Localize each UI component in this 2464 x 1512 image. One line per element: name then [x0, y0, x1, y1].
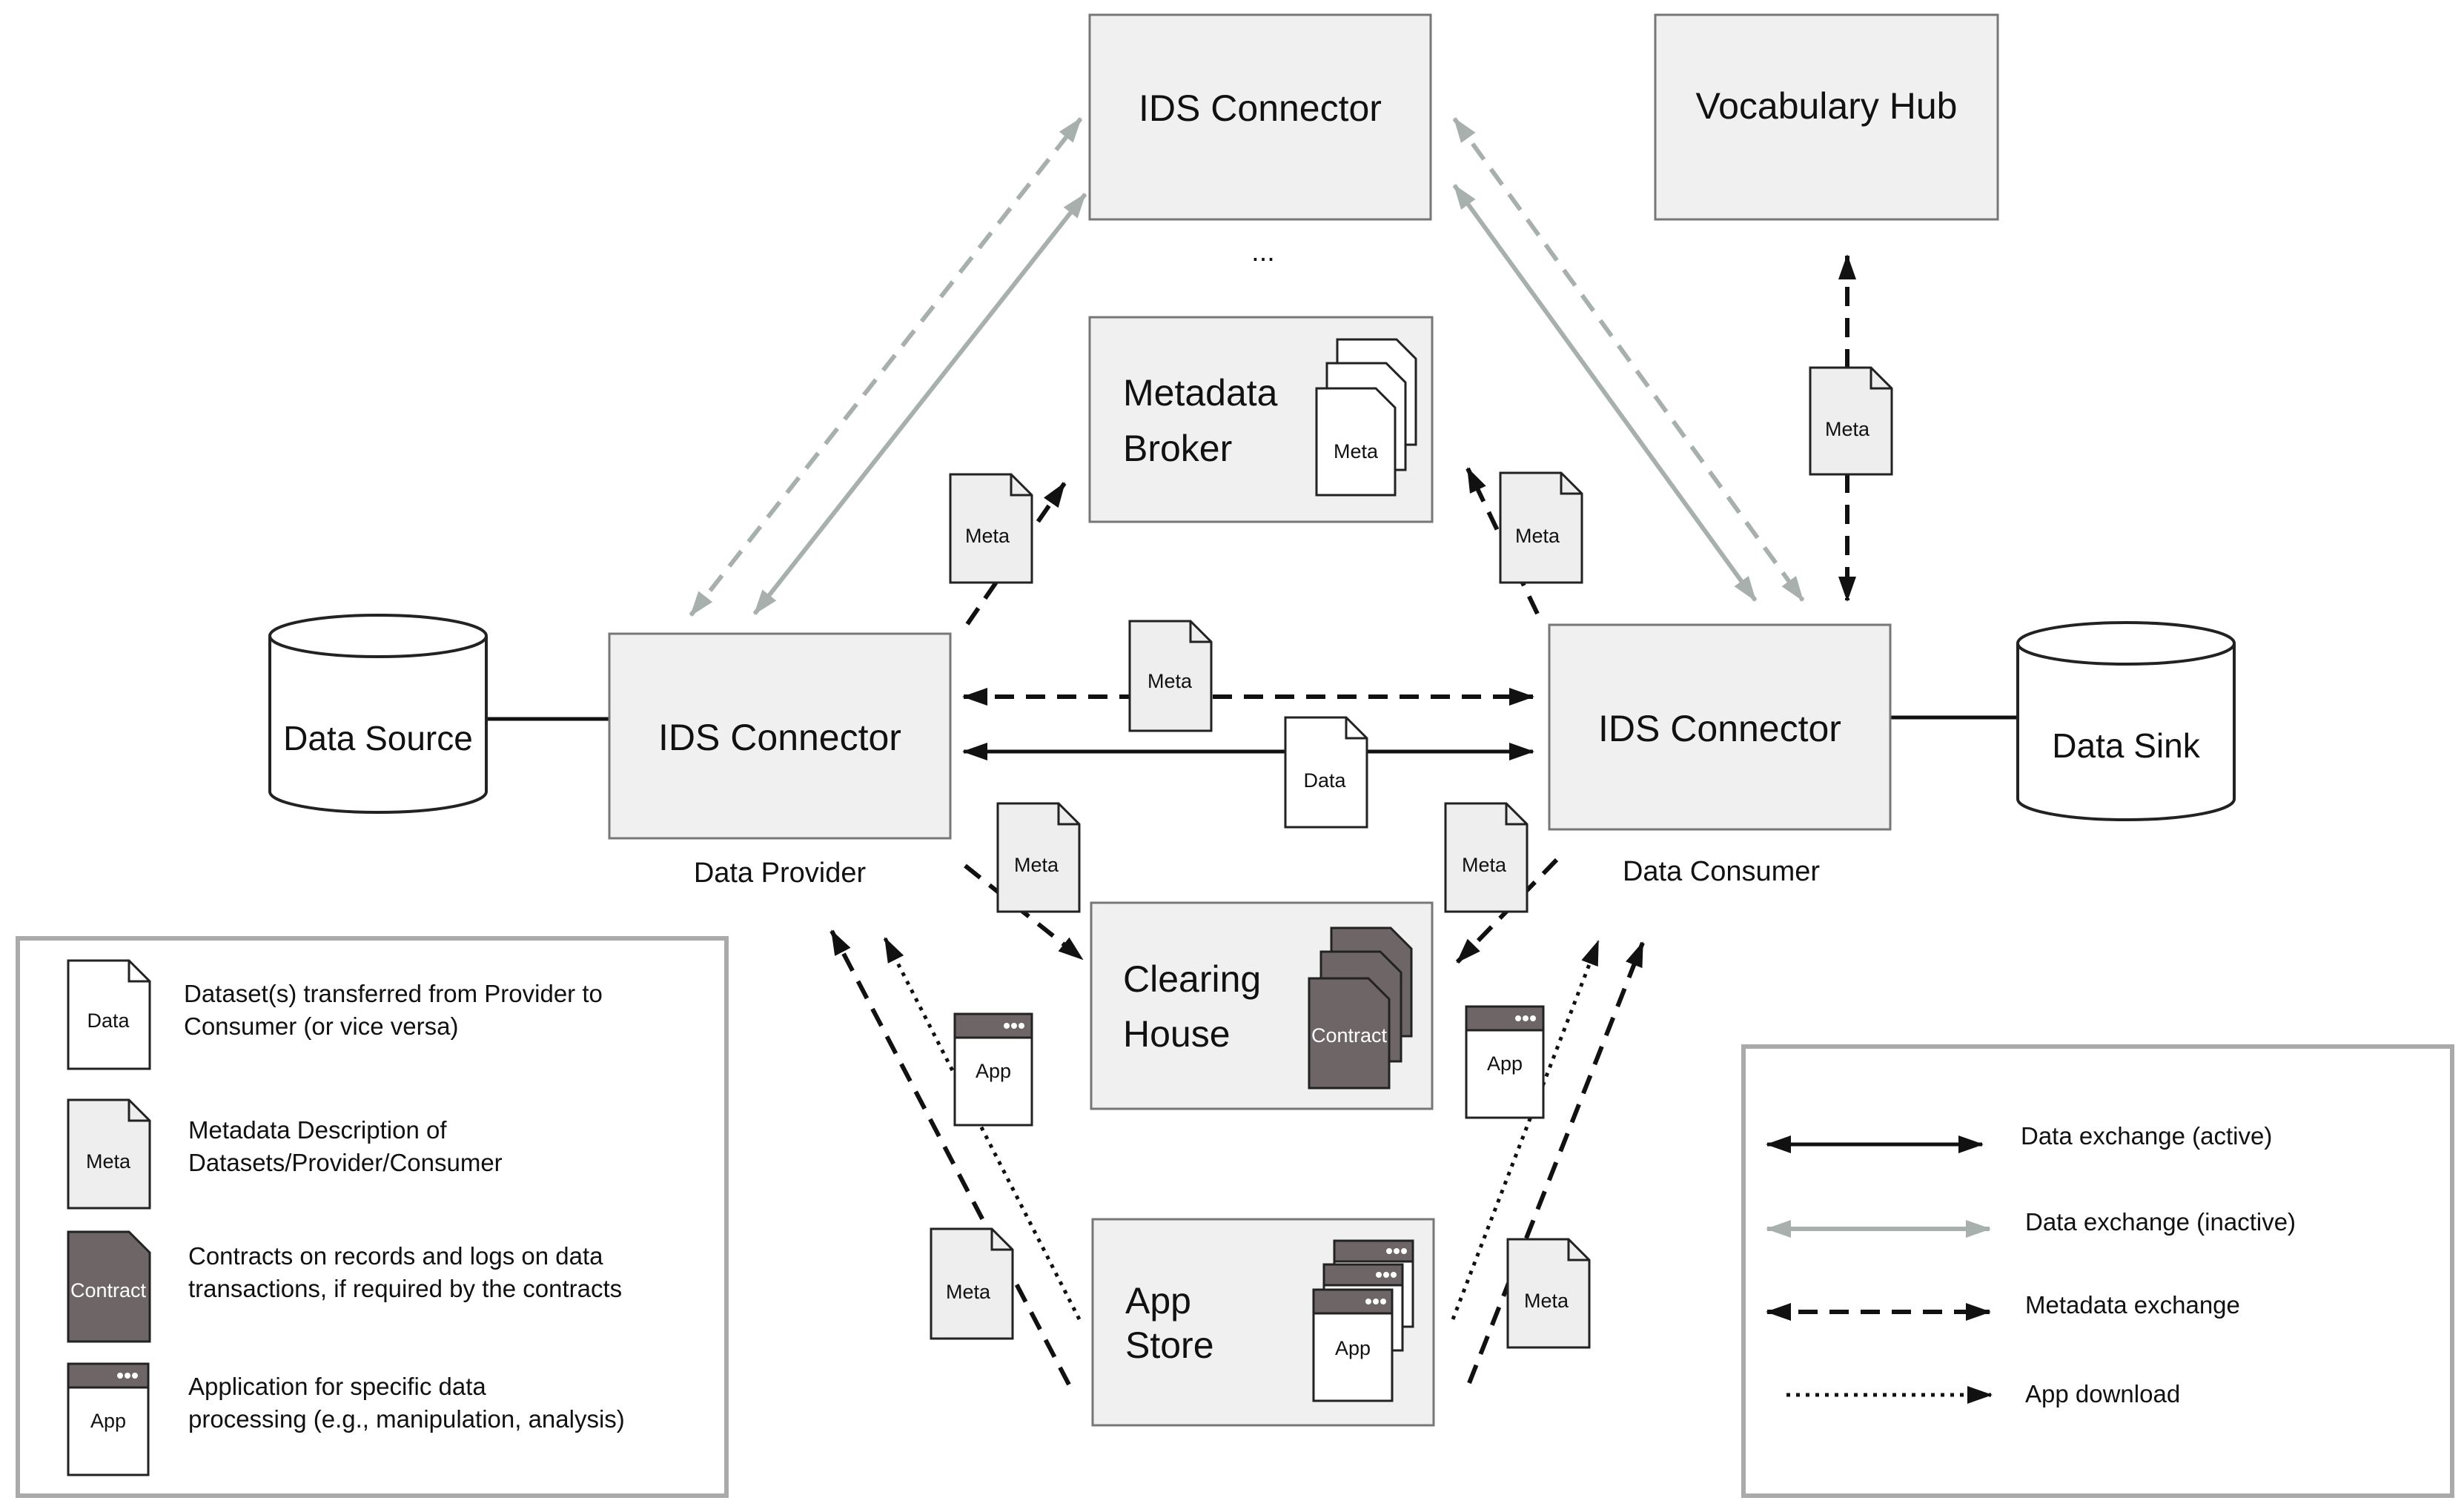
app-store-label-line1: App — [1125, 1280, 1191, 1322]
top-connector-box: IDS Connector — [1088, 13, 1432, 221]
legend-app-download-label: App download — [2025, 1380, 2180, 1407]
provider-clearing-meta-doc: Meta — [996, 802, 1081, 913]
legend-data-icon-label: Data — [87, 1009, 130, 1032]
legend-meta-item: Meta Metadata Description of Datasets/Pr… — [67, 1098, 503, 1210]
legend-data-text-line2: Consumer (or vice versa) — [184, 1012, 458, 1040]
provider-connector-box: IDS Connector — [608, 632, 952, 840]
consumer-connector-box: IDS Connector — [1548, 623, 1892, 831]
legend-meta-icon-label: Meta — [86, 1150, 131, 1173]
consumer-app-doc-label: App — [1487, 1052, 1523, 1075]
provider-broker-meta-doc-label: Meta — [965, 525, 1010, 547]
vocab-meta-doc: Meta — [1809, 366, 1893, 476]
legend-meta-text-line2: Datasets/Provider/Consumer — [188, 1149, 503, 1176]
consumer-clearing-meta-doc: Meta — [1444, 802, 1529, 913]
provider-broker-metadata-arrow — [965, 482, 1067, 626]
provider-app-doc: App — [953, 1012, 1033, 1127]
metadata-broker-label-line1: Metadata — [1123, 372, 1278, 414]
appstore-provider-meta-doc-label: Meta — [946, 1281, 991, 1303]
legend-app-icon-label: App — [90, 1410, 126, 1432]
top-consumer-inactive-metadata-arrow — [1452, 117, 1805, 602]
app-store-box: App Store App — [1091, 1218, 1435, 1427]
clearing-contract-doc-stack: Contract — [1308, 926, 1413, 1090]
clearing-contract-doc-label: Contract — [1311, 1024, 1388, 1047]
data-provider-label: Data Provider — [694, 858, 867, 889]
legend-contract-icon-label: Contract — [70, 1279, 147, 1302]
data-source-cylinder: Data Source — [268, 614, 488, 814]
appstore-provider-metadata-arrow — [829, 929, 1071, 1386]
consumer-clearing-meta-doc-label: Meta — [1462, 854, 1507, 876]
appstore-provider-meta-doc: Meta — [930, 1227, 1014, 1340]
legend-data-item: Data Dataset(s) transferred from Provide… — [67, 959, 603, 1070]
appstore-consumer-meta-doc: Meta — [1506, 1238, 1591, 1349]
clearing-house-label-line1: Clearing — [1123, 958, 1261, 1000]
provider-broker-meta-doc: Meta — [949, 473, 1033, 584]
exchange-data-doc: Data — [1284, 716, 1368, 829]
provider-clearing-meta-doc-label: Meta — [1014, 854, 1059, 876]
appstore-consumer-metadata-arrow — [1467, 941, 1645, 1385]
provider-top-inactive-data-arrow — [752, 193, 1087, 615]
consumer-connector-label: IDS Connector — [1598, 708, 1841, 749]
legend-app-text-line2: processing (e.g., manipulation, analysis… — [188, 1405, 625, 1433]
data-sink-label: Data Sink — [2052, 726, 2200, 765]
right-legend: Data exchange (active) Data exchange (in… — [1741, 1044, 2454, 1498]
broker-meta-doc-stack: Meta — [1315, 338, 1417, 497]
exchange-meta-doc-label: Meta — [1147, 670, 1193, 692]
appstore-provider-app-download-arrow — [883, 937, 1082, 1321]
legend-app-download-item: App download — [1786, 1380, 2180, 1407]
metadata-broker-box: Metadata Broker Meta — [1088, 316, 1434, 523]
left-legend: Data Dataset(s) transferred from Provide… — [16, 936, 729, 1498]
clearing-house-box: Clearing House Contract — [1090, 901, 1434, 1110]
exchange-data-doc-label: Data — [1303, 769, 1346, 792]
legend-contract-text-line2: transactions, if required by the contrac… — [188, 1275, 622, 1302]
consumer-app-doc: App — [1465, 1005, 1545, 1119]
clearing-house-label-line2: House — [1123, 1013, 1231, 1055]
legend-app-item: App Application for specific data proces… — [67, 1362, 625, 1476]
vocabulary-hub-label: Vocabulary Hub — [1695, 85, 1957, 127]
consumer-broker-meta-doc: Meta — [1499, 471, 1583, 584]
ellipsis-text: ... — [1251, 236, 1275, 268]
appstore-consumer-meta-doc-label: Meta — [1524, 1290, 1569, 1312]
provider-app-doc-label: App — [976, 1060, 1011, 1082]
legend-meta-text-line1: Metadata Description of — [188, 1116, 447, 1144]
exchange-meta-doc: Meta — [1128, 620, 1213, 732]
legend-app-text-line1: Application for specific data — [188, 1373, 486, 1400]
top-connector-label: IDS Connector — [1139, 87, 1382, 129]
provider-connector-label: IDS Connector — [658, 717, 901, 758]
legend-inactive-item: Data exchange (inactive) — [1766, 1208, 2296, 1238]
metadata-broker-label-line2: Broker — [1123, 428, 1232, 469]
appstore-app-doc-label: App — [1335, 1337, 1371, 1359]
appstore-consumer-app-download-arrow — [1451, 940, 1600, 1320]
legend-metadata-label: Metadata exchange — [2025, 1291, 2240, 1319]
legend-data-text-line1: Dataset(s) transferred from Provider to — [184, 980, 603, 1007]
vocabulary-hub-box: Vocabulary Hub — [1654, 13, 1999, 221]
data-consumer-label: Data Consumer — [1623, 856, 1820, 887]
legend-contract-item: Contract Contracts on records and logs o… — [67, 1230, 622, 1343]
broker-meta-doc-label: Meta — [1334, 440, 1379, 462]
legend-metadata-item: Metadata exchange — [1766, 1291, 2240, 1321]
legend-active-item: Data exchange (active) — [1766, 1122, 2272, 1153]
consumer-broker-meta-doc-label: Meta — [1515, 525, 1560, 547]
appstore-app-doc-stack: App — [1312, 1239, 1414, 1402]
app-store-label-line2: Store — [1125, 1324, 1214, 1366]
legend-contract-text-line1: Contracts on records and logs on data — [188, 1242, 603, 1270]
legend-inactive-label: Data exchange (inactive) — [2025, 1208, 2296, 1236]
data-source-label: Data Source — [283, 719, 473, 757]
data-sink-cylinder: Data Sink — [2016, 621, 2236, 821]
vocab-meta-doc-label: Meta — [1825, 418, 1870, 440]
legend-active-label: Data exchange (active) — [2021, 1122, 2272, 1150]
